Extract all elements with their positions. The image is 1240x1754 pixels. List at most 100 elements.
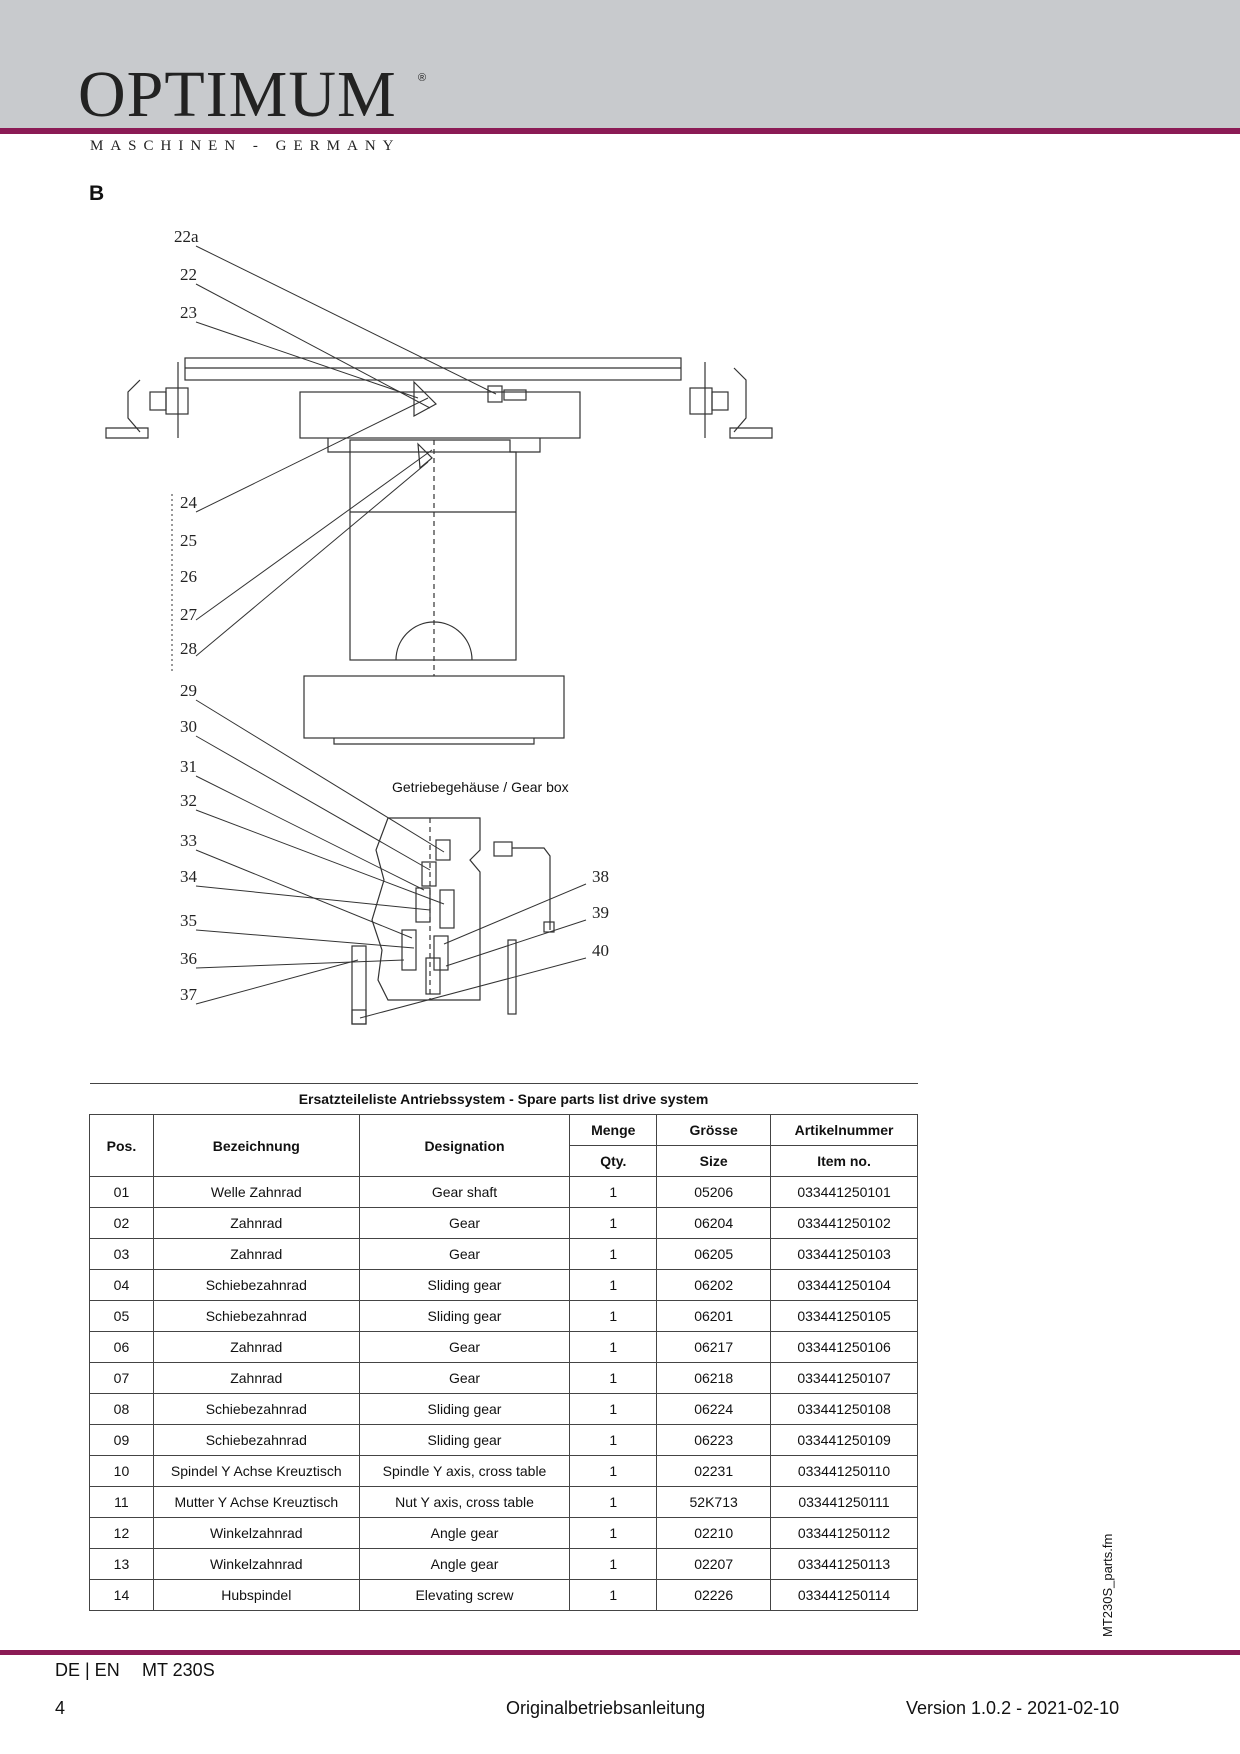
cell-qty: 1: [569, 1486, 658, 1518]
cell-item-no: 033441250103: [770, 1238, 918, 1270]
cell-pos: 04: [89, 1269, 154, 1301]
brand-logo: OPTIMUM: [78, 58, 397, 131]
cell-size: 02210: [656, 1517, 772, 1549]
cell-item-no: 033441250113: [770, 1548, 918, 1580]
cell-pos: 09: [89, 1424, 154, 1456]
col-header-designation: Designation: [358, 1114, 571, 1177]
cell-designation: Sliding gear: [358, 1269, 571, 1301]
cell-qty: 1: [569, 1424, 658, 1456]
cell-bezeichnung: Zahnrad: [152, 1362, 360, 1394]
cell-pos: 07: [89, 1362, 154, 1394]
cell-bezeichnung: Hubspindel: [152, 1579, 360, 1611]
cell-pos: 06: [89, 1331, 154, 1363]
header-rule: [0, 128, 1240, 134]
cell-bezeichnung: Zahnrad: [152, 1331, 360, 1363]
cell-qty: 1: [569, 1300, 658, 1332]
section-letter: B: [89, 182, 105, 205]
header-band: [0, 0, 1240, 128]
cell-bezeichnung: Schiebezahnrad: [152, 1424, 360, 1456]
cell-designation: Sliding gear: [358, 1424, 571, 1456]
cell-qty: 1: [569, 1238, 658, 1270]
cell-bezeichnung: Spindel Y Achse Kreuztisch: [152, 1455, 360, 1487]
table-title: Ersatzteileliste Antriebssystem - Spare …: [89, 1083, 918, 1115]
cell-bezeichnung: Mutter Y Achse Kreuztisch: [152, 1486, 360, 1518]
col-header-pos: Pos.: [89, 1114, 154, 1177]
cell-item-no: 033441250111: [770, 1486, 918, 1518]
cell-bezeichnung: Zahnrad: [152, 1238, 360, 1270]
cell-item-no: 033441250109: [770, 1424, 918, 1456]
callout-28: 28: [180, 639, 197, 658]
callout-35: 35: [180, 911, 197, 930]
callout-32: 32: [180, 791, 197, 810]
cell-bezeichnung: Welle Zahnrad: [152, 1176, 360, 1208]
cell-pos: 08: [89, 1393, 154, 1425]
cell-designation: Gear: [358, 1238, 571, 1270]
side-file-label: MT230S_parts.fm: [1100, 1533, 1115, 1637]
cell-designation: Gear shaft: [358, 1176, 571, 1208]
cell-item-no: 033441250110: [770, 1455, 918, 1487]
col-header-size: Size: [656, 1145, 772, 1177]
cell-designation: Nut Y axis, cross table: [358, 1486, 571, 1518]
cell-designation: Sliding gear: [358, 1300, 571, 1332]
col-header-item-no: Item no.: [770, 1145, 918, 1177]
cell-size: 06202: [656, 1269, 772, 1301]
cell-designation: Gear: [358, 1331, 571, 1363]
callout-40: 40: [592, 941, 609, 960]
page-number: 4: [55, 1698, 66, 1718]
col-header-bezeichnung: Bezeichnung: [152, 1114, 360, 1177]
footer-document-title: Originalbetriebsanleitung: [506, 1698, 706, 1718]
callout-25: 25: [180, 531, 197, 550]
callout-22: 22: [180, 265, 197, 284]
cell-size: 02207: [656, 1548, 772, 1580]
cell-pos: 11: [89, 1486, 154, 1518]
cell-pos: 14: [89, 1579, 154, 1611]
cell-item-no: 033441250104: [770, 1269, 918, 1301]
cell-item-no: 033441250114: [770, 1579, 918, 1611]
cell-pos: 12: [89, 1517, 154, 1549]
cell-pos: 13: [89, 1548, 154, 1580]
callout-31: 31: [180, 757, 197, 776]
col-header-artikelnummer: Artikelnummer: [770, 1114, 918, 1146]
cell-pos: 05: [89, 1300, 154, 1332]
cell-size: 02226: [656, 1579, 772, 1611]
cell-designation: Sliding gear: [358, 1393, 571, 1425]
cell-bezeichnung: Schiebezahnrad: [152, 1269, 360, 1301]
registered-mark: ®: [418, 72, 427, 84]
cell-size: 06218: [656, 1362, 772, 1394]
spare-parts-table: Ersatzteileliste Antriebssystem - Spare …: [89, 1083, 918, 1611]
cell-qty: 1: [569, 1331, 658, 1363]
cell-pos: 10: [89, 1455, 154, 1487]
col-header-menge: Menge: [569, 1114, 658, 1146]
cell-designation: Gear: [358, 1207, 571, 1239]
callout-24: 24: [180, 493, 198, 512]
brand-tagline: MASCHINEN - GERMANY: [90, 138, 401, 154]
cell-size: 02231: [656, 1455, 772, 1487]
callout-39: 39: [592, 903, 609, 922]
footer-model: MT 230S: [142, 1660, 215, 1680]
footer-languages: DE | EN: [55, 1660, 120, 1680]
callout-29: 29: [180, 681, 197, 700]
callout-37: 37: [180, 985, 198, 1004]
footer-rule: [0, 1650, 1240, 1655]
cell-bezeichnung: Schiebezahnrad: [152, 1393, 360, 1425]
cell-size: 05206: [656, 1176, 772, 1208]
callout-33: 33: [180, 831, 197, 850]
callout-38: 38: [592, 867, 609, 886]
callout-27: 27: [180, 605, 198, 624]
callout-22a: 22a: [174, 227, 199, 246]
callout-26: 26: [180, 567, 197, 586]
cell-qty: 1: [569, 1517, 658, 1549]
cell-pos: 03: [89, 1238, 154, 1270]
cell-designation: Elevating screw: [358, 1579, 571, 1611]
cell-qty: 1: [569, 1269, 658, 1301]
